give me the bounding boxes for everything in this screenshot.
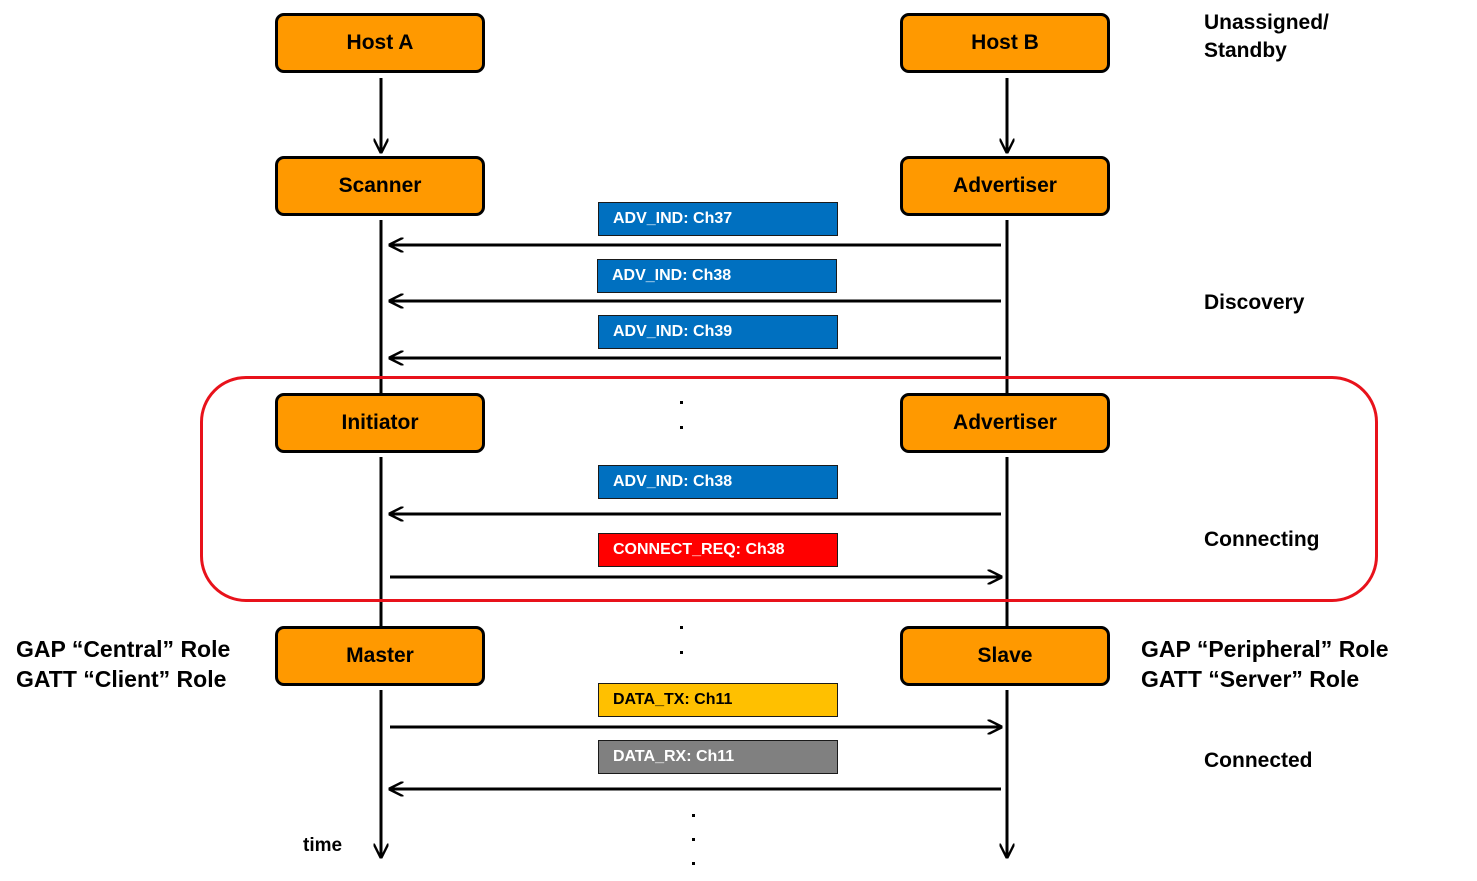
master-state-label: Master (346, 644, 414, 667)
phase-label-connected: Connected (1204, 749, 1313, 772)
ellipsis-dot (680, 401, 683, 404)
phase-label-connecting: Connecting (1204, 528, 1320, 551)
time-axis-label: time (303, 835, 343, 856)
advertiser-connecting-state-box: Advertiser (900, 393, 1110, 453)
gatt-client-role: GATT “Client” Role (16, 666, 227, 692)
gap-central-role: GAP “Central” Role (16, 636, 231, 662)
host-b-label: Host B (971, 31, 1039, 54)
host-b-box: Host B (900, 13, 1110, 73)
ellipsis-dot (680, 651, 683, 654)
message-label-adv-ind-ch38: ADV_IND: Ch38 (597, 259, 837, 293)
phase-label-standby-line1: Unassigned/ (1204, 11, 1329, 34)
message-label-data-tx: DATA_TX: Ch11 (598, 683, 838, 717)
master-state-box: Master (275, 626, 485, 686)
connecting-phase-highlight (200, 376, 1378, 602)
scanner-state-label: Scanner (338, 174, 422, 197)
phase-label-discovery: Discovery (1204, 291, 1305, 314)
host-a-label: Host A (346, 31, 414, 54)
slave-state-box: Slave (900, 626, 1110, 686)
ellipsis-dot (692, 838, 695, 841)
ellipsis-dot (692, 814, 695, 817)
phase-label-standby-line2: Standby (1204, 39, 1287, 62)
scanner-state-box: Scanner (275, 156, 485, 216)
initiator-state-box: Initiator (275, 393, 485, 453)
advertiser-state-box: Advertiser (900, 156, 1110, 216)
message-label-data-rx: DATA_RX: Ch11 (598, 740, 838, 774)
peripheral-role-label: GAP “Peripheral” Role GATT “Server” Role (1141, 634, 1389, 694)
ellipsis-dot (680, 626, 683, 629)
ellipsis-dot (692, 862, 695, 865)
message-label-connect-req: CONNECT_REQ: Ch38 (598, 533, 838, 567)
gatt-server-role: GATT “Server” Role (1141, 666, 1360, 692)
advertiser-state-label: Advertiser (953, 174, 1057, 197)
gap-peripheral-role: GAP “Peripheral” Role (1141, 636, 1389, 662)
host-a-box: Host A (275, 13, 485, 73)
advertiser-connecting-state-label: Advertiser (953, 411, 1057, 434)
slave-state-label: Slave (977, 644, 1033, 667)
initiator-state-label: Initiator (341, 411, 419, 434)
phase-label-standby: Unassigned/ Standby (1204, 9, 1329, 65)
message-label-adv-ind-ch39: ADV_IND: Ch39 (598, 315, 838, 349)
message-label-adv-ind-ch38-connecting: ADV_IND: Ch38 (598, 465, 838, 499)
message-label-adv-ind-ch37: ADV_IND: Ch37 (598, 202, 838, 236)
ellipsis-dot (680, 426, 683, 429)
central-role-label: GAP “Central” Role GATT “Client” Role (16, 634, 230, 694)
